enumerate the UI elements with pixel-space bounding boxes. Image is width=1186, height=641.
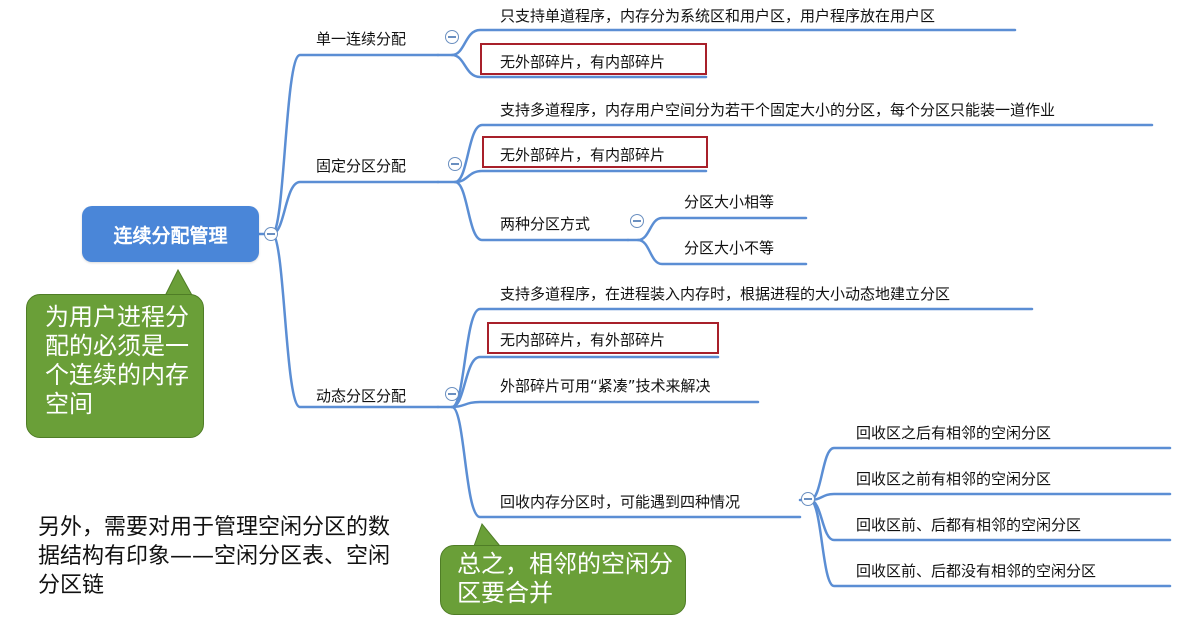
recycle-case-2[interactable]: 回收区之前有相邻的空闲分区 — [856, 470, 1052, 488]
highlight-box — [482, 136, 708, 168]
branch-fixed-item-3[interactable]: 两种分区方式 — [500, 215, 591, 233]
branch-single-item-2[interactable]: 无外部碎片，有内部碎片 — [500, 53, 666, 71]
highlight-box — [487, 322, 719, 354]
callout-left-text: 为用户进程分配的必须是一个连续的内存空间 — [45, 303, 189, 418]
branch-dynamic-item-3[interactable]: 外部碎片可用“紧凑”技术来解决 — [500, 377, 711, 395]
callout-bottom-text: 总之，相邻的空闲分区要合并 — [457, 550, 673, 607]
collapse-icon[interactable] — [801, 492, 815, 506]
branch-fixed-label[interactable]: 固定分区分配 — [316, 157, 407, 175]
callout-bottom: 总之，相邻的空闲分区要合并 — [440, 545, 686, 615]
highlight-box — [480, 43, 707, 75]
branch-fixed-item-2[interactable]: 无外部碎片，有内部碎片 — [500, 146, 666, 164]
collapse-icon[interactable] — [630, 214, 644, 228]
recycle-case-4[interactable]: 回收区前、后都没有相邻的空闲分区 — [856, 562, 1097, 580]
recycle-case-3[interactable]: 回收区前、后都有相邻的空闲分区 — [856, 516, 1082, 534]
collapse-icon[interactable] — [264, 227, 278, 241]
partition-unequal[interactable]: 分区大小不等 — [684, 239, 775, 257]
branch-single-item-1[interactable]: 只支持单道程序，内存分为系统区和用户区，用户程序放在用户区 — [500, 7, 936, 25]
branch-dynamic-item-4[interactable]: 回收内存分区时，可能遇到四种情况 — [500, 493, 741, 511]
branch-fixed-item-1[interactable]: 支持多道程序，内存用户空间分为若干个固定大小的分区，每个分区只能装一道作业 — [500, 101, 1056, 119]
branch-dynamic-item-1[interactable]: 支持多道程序，在进程装入内存时，根据进程的大小动态地建立分区 — [500, 285, 951, 303]
collapse-icon[interactable] — [448, 157, 462, 171]
collapse-icon[interactable] — [445, 30, 459, 44]
branch-dynamic-item-2[interactable]: 无内部碎片，有外部碎片 — [500, 331, 666, 349]
branch-single-label[interactable]: 单一连续分配 — [316, 30, 407, 48]
partition-equal[interactable]: 分区大小相等 — [684, 193, 775, 211]
collapse-icon[interactable] — [445, 387, 459, 401]
root-node[interactable]: 连续分配管理 — [82, 206, 259, 262]
recycle-case-1[interactable]: 回收区之后有相邻的空闲分区 — [856, 424, 1052, 442]
callout-left: 为用户进程分配的必须是一个连续的内存空间 — [26, 294, 204, 438]
note-text: 另外，需要对用于管理空闲分区的数据结构有印象——空闲分区表、空闲分区链 — [38, 515, 391, 598]
branch-dynamic-label[interactable]: 动态分区分配 — [316, 387, 407, 405]
